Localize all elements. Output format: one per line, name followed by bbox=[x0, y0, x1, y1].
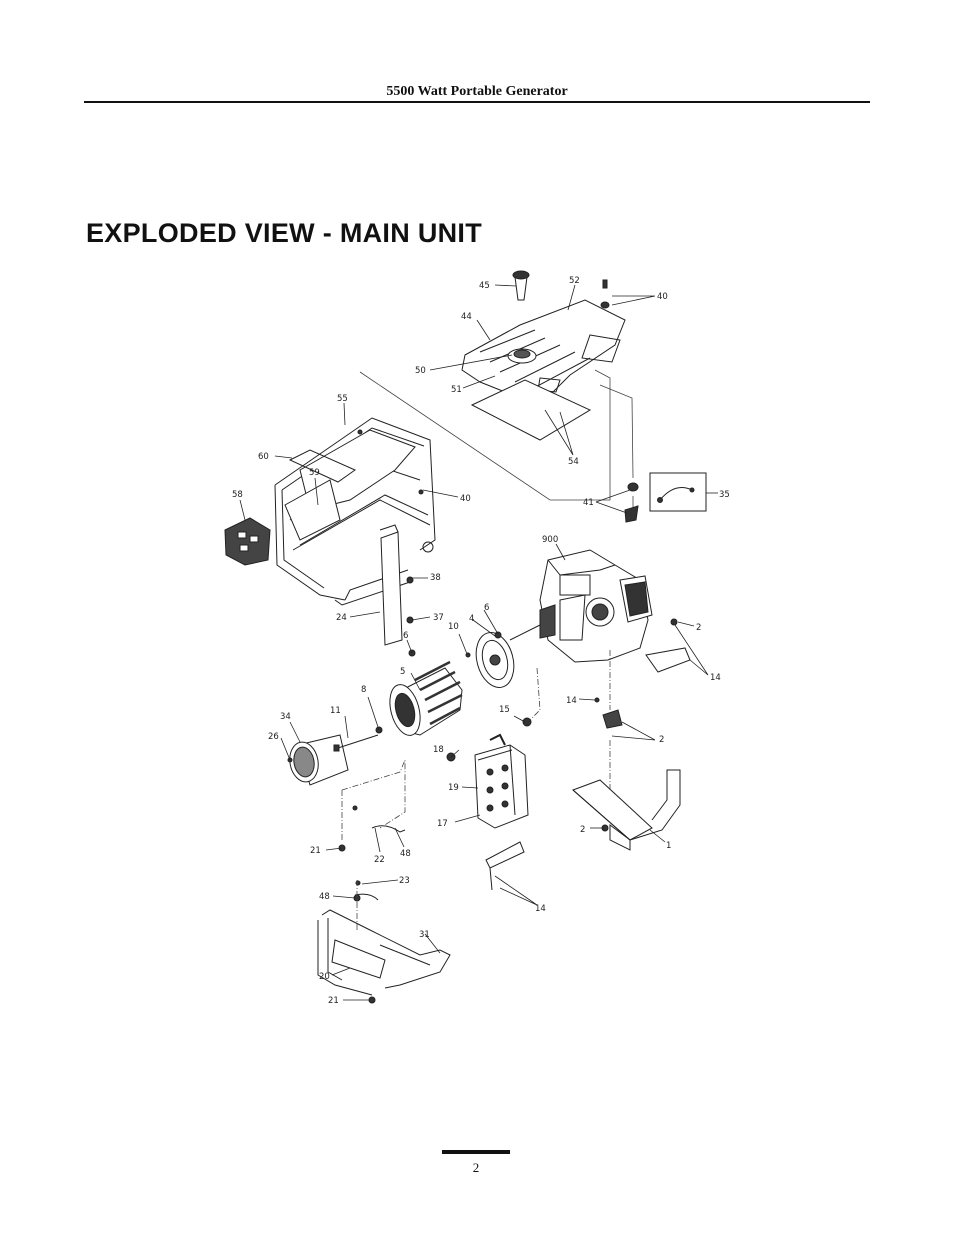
muffler bbox=[474, 733, 529, 829]
part-label: 51 bbox=[451, 385, 462, 395]
part-label: 48 bbox=[400, 849, 411, 859]
part-label: 21 bbox=[328, 996, 339, 1006]
part-label: 31 bbox=[419, 930, 430, 940]
rotor-shaft bbox=[509, 624, 541, 641]
footer-bar bbox=[442, 1150, 510, 1154]
part-label: 5 bbox=[400, 667, 405, 677]
part-label: 60 bbox=[258, 452, 269, 462]
part-label: 37 bbox=[433, 613, 444, 623]
part-label: 15 bbox=[499, 705, 510, 715]
alternator-stator bbox=[389, 660, 463, 736]
part-label: 44 bbox=[461, 312, 472, 322]
wiring-paths bbox=[341, 650, 611, 930]
part-label: 14 bbox=[566, 696, 577, 706]
part-label: 23 bbox=[399, 876, 410, 886]
control-panel bbox=[224, 517, 271, 566]
part-label: 18 bbox=[433, 745, 444, 755]
lower-frame bbox=[317, 909, 451, 996]
part-label: 40 bbox=[657, 292, 668, 302]
part-label: 17 bbox=[437, 819, 448, 829]
page-title: EXPLODED VIEW - MAIN UNIT bbox=[86, 218, 483, 248]
foot-bracket bbox=[645, 647, 691, 673]
part-label: 52 bbox=[569, 276, 580, 286]
part-label: 59 bbox=[309, 468, 320, 478]
muffler-bracket bbox=[485, 841, 525, 891]
alignment-lines bbox=[359, 369, 634, 512]
part-label: 48 bbox=[319, 892, 330, 902]
fuel-line-box bbox=[649, 472, 707, 512]
part-label: 54 bbox=[568, 457, 579, 467]
part-label: 24 bbox=[336, 613, 347, 623]
end-cover bbox=[289, 734, 349, 786]
through-bolt bbox=[333, 734, 379, 752]
part-label: 1 bbox=[666, 841, 671, 851]
support-bracket bbox=[379, 524, 403, 646]
engine-mount bbox=[602, 709, 623, 729]
tank-plate bbox=[470, 379, 592, 441]
part-label: 21 bbox=[310, 846, 321, 856]
part-label: 40 bbox=[460, 494, 471, 504]
part-label: 41 bbox=[583, 498, 594, 508]
fasteners bbox=[287, 429, 678, 1004]
fuel-valve bbox=[624, 482, 639, 523]
part-label: 50 bbox=[415, 366, 426, 376]
header-rule bbox=[84, 101, 870, 103]
part-label: 58 bbox=[232, 490, 243, 500]
part-label: 6 bbox=[484, 603, 489, 613]
part-label: 19 bbox=[448, 783, 459, 793]
engine bbox=[539, 549, 653, 663]
page-number: 2 bbox=[472, 1160, 480, 1175]
header-title: 5500 Watt Portable Generator bbox=[386, 84, 568, 99]
part-label: 38 bbox=[430, 573, 441, 583]
part-label: 2 bbox=[659, 735, 664, 745]
engine-adapter bbox=[475, 632, 515, 688]
part-label: 20 bbox=[319, 972, 330, 982]
part-label: 2 bbox=[580, 825, 585, 835]
part-label: 22 bbox=[374, 855, 385, 865]
fuel-cap bbox=[512, 270, 530, 301]
part-label: 45 bbox=[479, 281, 490, 291]
leader-lines bbox=[239, 284, 718, 1001]
part-labels: 45 52 40 44 50 51 54 55 60 59 40 58 41 3… bbox=[232, 276, 730, 1006]
part-label: 4 bbox=[469, 614, 474, 624]
part-label: 55 bbox=[337, 394, 348, 404]
part-label: 10 bbox=[448, 622, 459, 632]
part-label: 14 bbox=[710, 673, 721, 683]
part-label: 35 bbox=[719, 490, 730, 500]
part-label: 34 bbox=[280, 712, 291, 722]
tank-bolt bbox=[600, 279, 610, 309]
part-label: 2 bbox=[696, 623, 701, 633]
part-label: 14 bbox=[535, 904, 546, 914]
part-label: 900 bbox=[542, 535, 558, 545]
part-label: 8 bbox=[361, 685, 366, 695]
base-rail bbox=[572, 769, 681, 851]
part-label: 11 bbox=[330, 706, 341, 716]
part-label: 6 bbox=[403, 631, 408, 641]
side-panel bbox=[284, 479, 341, 541]
part-label: 26 bbox=[268, 732, 279, 742]
